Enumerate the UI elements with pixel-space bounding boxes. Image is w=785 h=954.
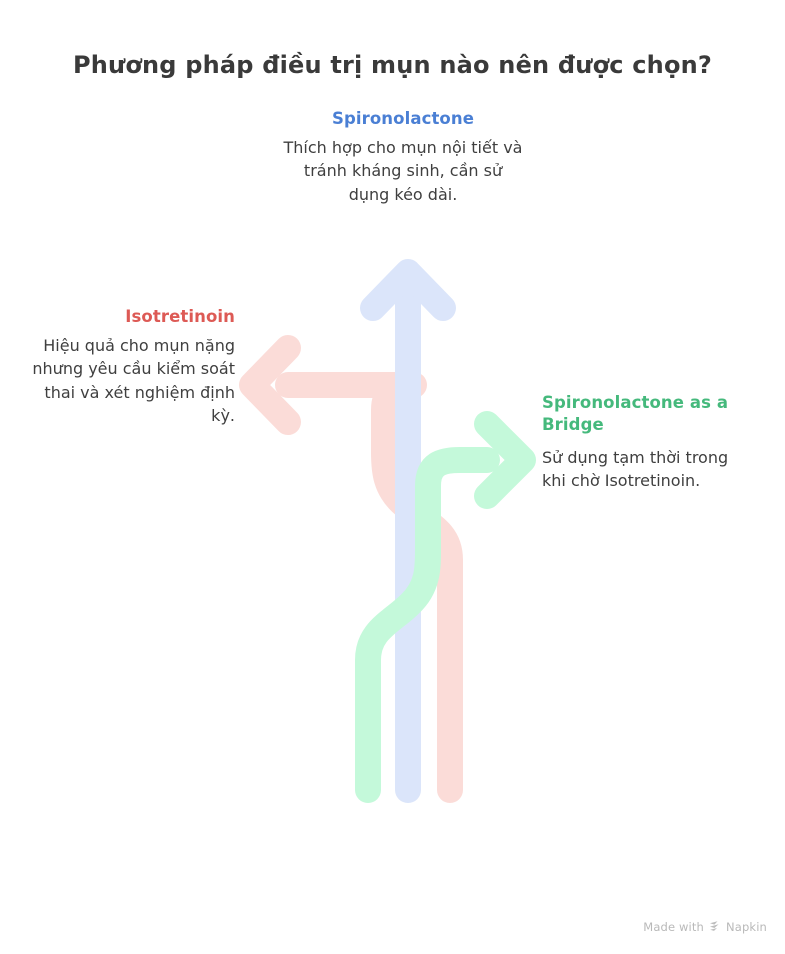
node-spironolactone-body: Thích hợp cho mụn nội tiết và tránh khán… (283, 137, 523, 204)
napkin-watermark: Made with Napkin (643, 920, 767, 935)
node-bridge: Spironolactone as a Bridge Sử dụng tạm t… (542, 392, 737, 493)
node-spironolactone: Spironolactone Thích hợp cho mụn nội tiế… (283, 108, 523, 206)
node-spironolactone-heading: Spironolactone (331, 109, 475, 128)
arrow-bridge-stem (355, 447, 500, 803)
arrow-isotretinoin-head (239, 335, 301, 435)
node-bridge-heading: Spironolactone as a Bridge (542, 393, 729, 434)
node-bridge-body: Sử dụng tạm thời trong khi chờ Isotretin… (542, 447, 729, 491)
page-title: Phương pháp điều trị mụn nào nên được ch… (72, 51, 713, 79)
arrow-isotretinoin-stem (275, 372, 463, 803)
watermark-brand-label: Napkin (726, 919, 767, 934)
arrow-isotretinoin (239, 335, 463, 803)
arrow-spironolactone-head (360, 259, 456, 321)
arrow-spironolactone (360, 259, 456, 803)
napkin-logo-icon (709, 920, 721, 935)
node-isotretinoin-body: Hiệu quả cho mụn nặng nhưng yêu cầu kiểm… (32, 335, 235, 426)
arrow-bridge-head (474, 411, 536, 509)
node-isotretinoin-heading: Isotretinoin (125, 307, 235, 326)
arrow-bridge (355, 411, 536, 803)
watermark-made-with-label: Made with (643, 919, 704, 934)
node-isotretinoin: Isotretinoin Hiệu quả cho mụn nặng nhưng… (25, 306, 235, 428)
